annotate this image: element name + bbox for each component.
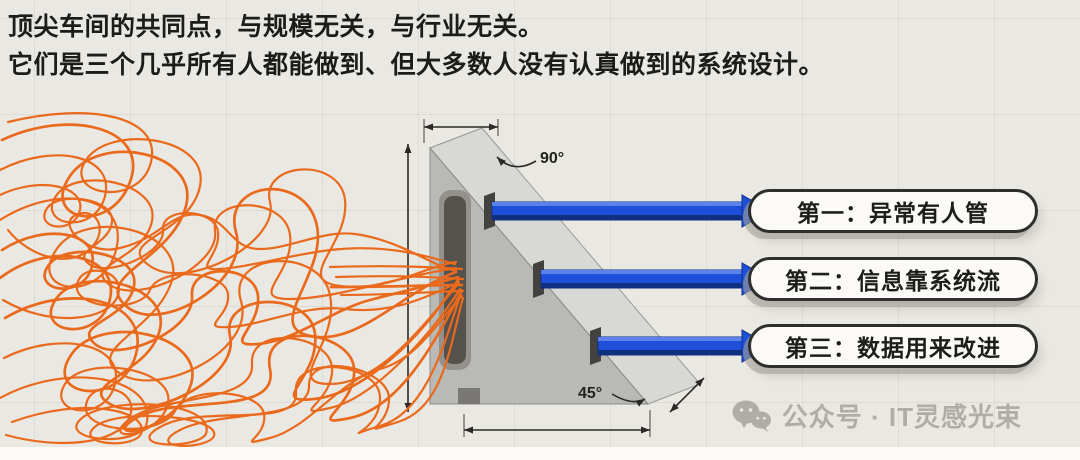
- wedge-slot: [439, 190, 471, 370]
- right-angle-label: 90°: [496, 150, 564, 168]
- takeaway-pill-2-label: 第二：信息靠系统流: [785, 268, 1001, 294]
- acute-angle-value: 45°: [578, 385, 602, 402]
- flow-arrow-1: [484, 192, 772, 230]
- header: 顶尖车间的共同点，与规模无关，与行业无关。 它们是三个几乎所有人都能做到、但大多…: [8, 8, 824, 84]
- watermark: 公众号 · IT灵感光束: [732, 397, 1022, 434]
- bottom-width-dimension: [463, 410, 651, 437]
- takeaway-pill-2: 第二：信息靠系统流: [748, 257, 1038, 301]
- takeaway-pill-3: 第三：数据用来改进: [748, 324, 1038, 368]
- flow-arrow-3: [590, 327, 772, 365]
- hypotenuse-thickness-dimension: [669, 377, 705, 413]
- right-angle-value: 90°: [540, 150, 564, 167]
- bottom-strip: [0, 447, 1080, 460]
- flow-arrow-2: [533, 260, 772, 298]
- top-width-dimension: [423, 119, 499, 143]
- watermark-text: 公众号 · IT灵感光束: [781, 402, 1022, 432]
- takeaway-pill-1: 第一：异常有人管: [748, 189, 1038, 233]
- acute-angle-label: 45°: [578, 385, 646, 407]
- takeaway-pill-1-label: 第一：异常有人管: [797, 200, 989, 226]
- takeaway-pill-3-label: 第三：数据用来改进: [785, 335, 1001, 361]
- header-line-1: 顶尖车间的共同点，与规模无关，与行业无关。: [8, 13, 544, 41]
- header-line-2: 它们是三个几乎所有人都能做到、但大多数人没有认真做到的系统设计。: [8, 51, 825, 79]
- wechat-icon: [732, 400, 771, 432]
- wedge-foot: [458, 388, 480, 404]
